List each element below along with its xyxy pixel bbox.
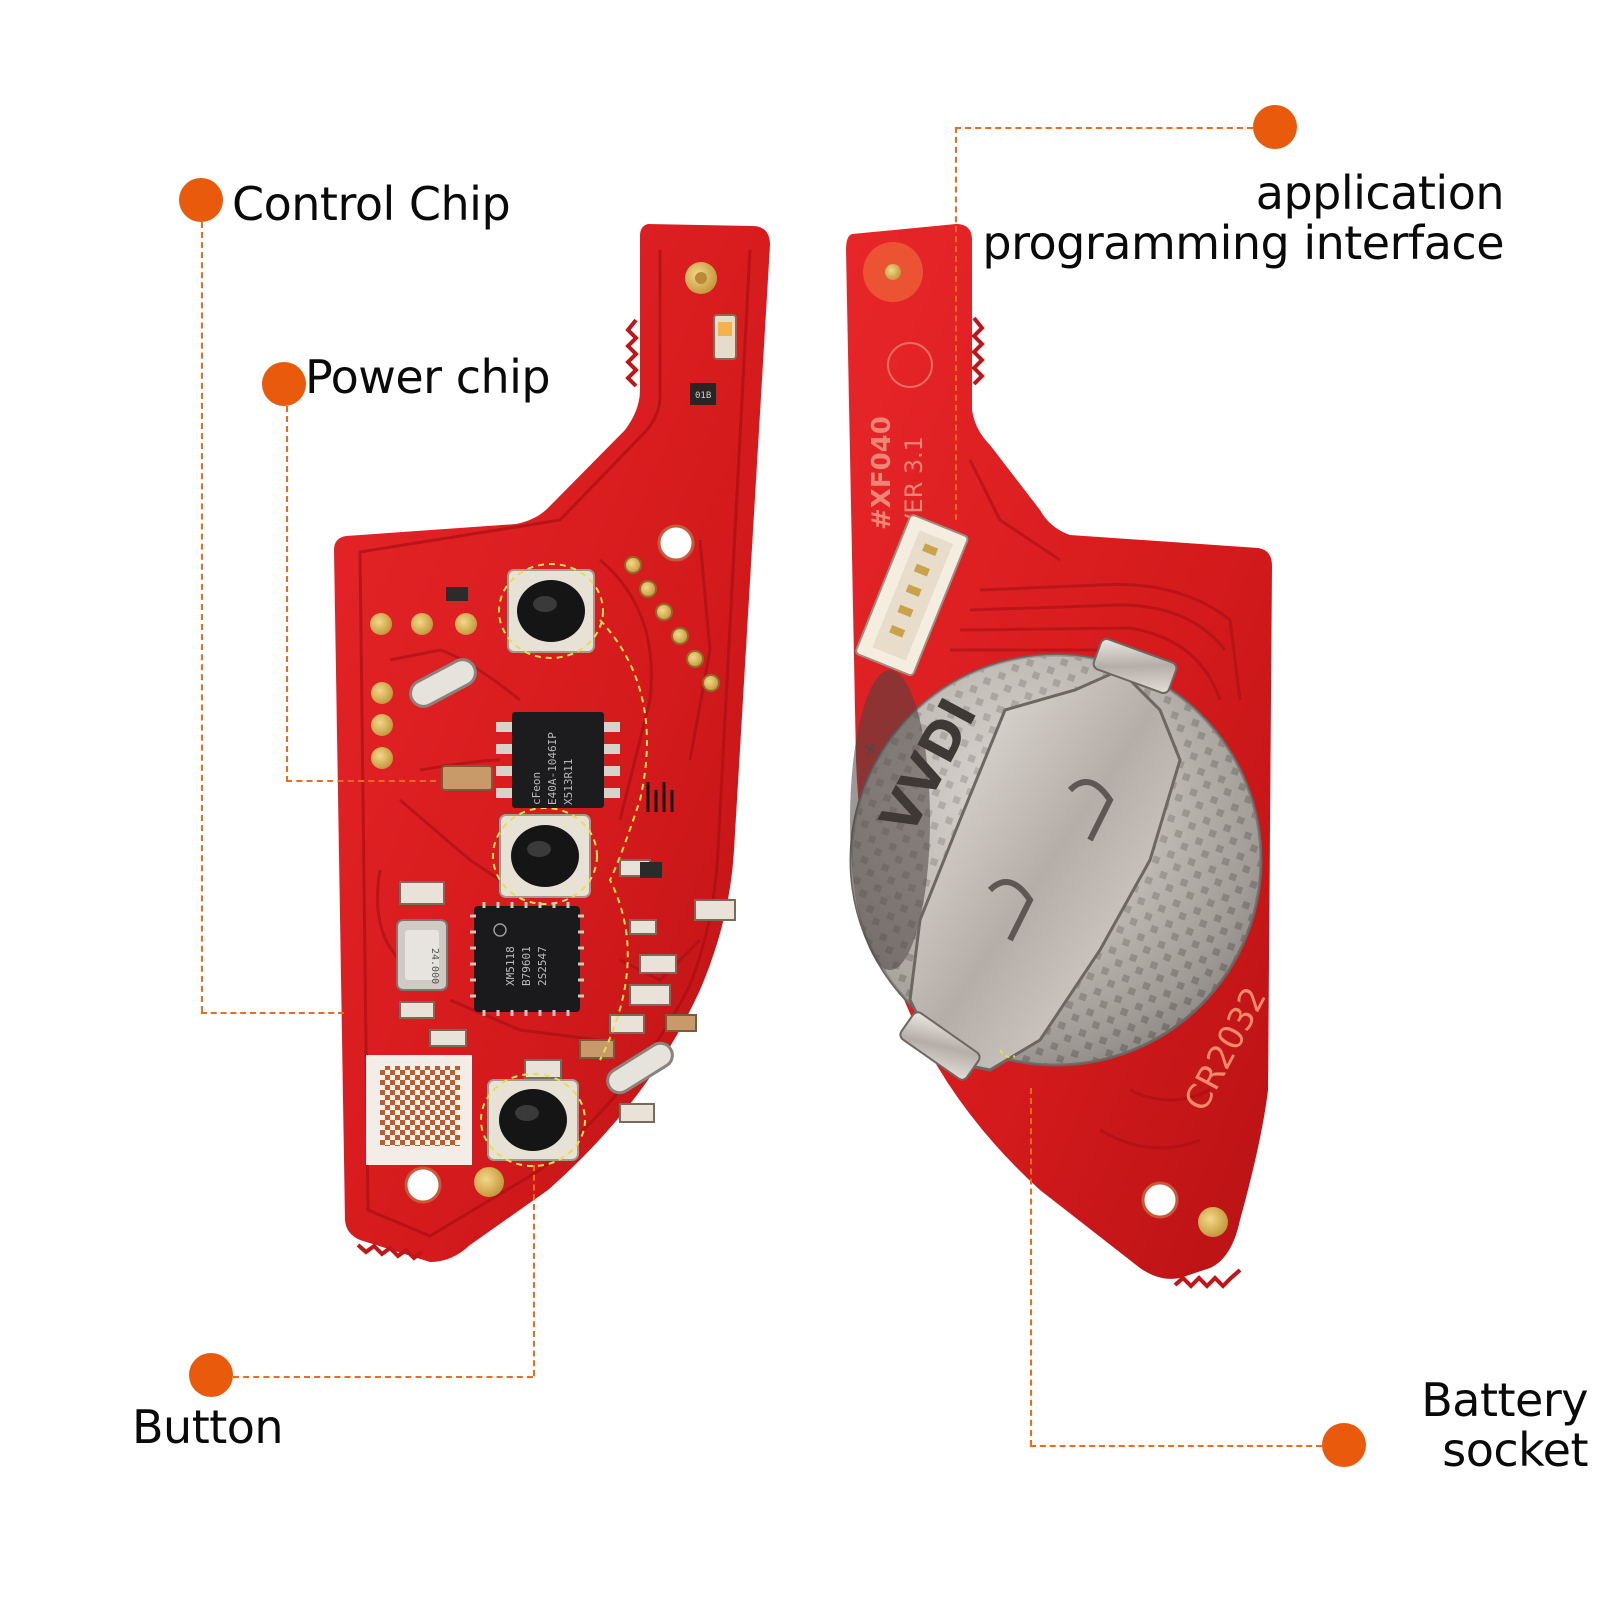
power-chip-dot: [262, 362, 306, 406]
control-chip-leader-horizontal: [201, 1012, 344, 1014]
control-chip-dot: [179, 178, 223, 222]
small-cap-12: [429, 1029, 467, 1047]
right-logo-mark: [887, 342, 933, 388]
small-cap-2: [441, 765, 493, 791]
power-chip-leader-vertical: [286, 406, 288, 782]
button-dot: [189, 1353, 233, 1397]
api-label: application programming interface: [982, 168, 1504, 268]
small-cap-3: [399, 881, 445, 905]
left-hole-lower: [404, 1166, 442, 1204]
left-board-traces: [376, 539, 712, 1042]
power-chip: cFeon E40A-1046IP X513R11: [496, 712, 620, 808]
tact-button-bottom: [487, 1079, 579, 1161]
power-chip-marking-1: cFeon: [530, 772, 543, 805]
right-mount-pad-bottom: [1198, 1207, 1228, 1237]
left-serration-top: [625, 318, 639, 388]
battery-socket-label: Battery socket: [1421, 1375, 1588, 1475]
api-leader-horizontal: [955, 127, 1253, 129]
battery-socket-label-line1: Battery: [1421, 1373, 1588, 1427]
small-cap-7: [639, 954, 677, 974]
api-label-line1: application: [1255, 166, 1505, 220]
pill-pad-1: [409, 658, 477, 708]
small-cap-8: [629, 984, 671, 1006]
control-chip-marking-3: 2S2547: [536, 946, 549, 986]
api-dot: [1253, 105, 1297, 149]
small-cap-11: [399, 1001, 435, 1019]
battery-clip-tab-bottom: [899, 1011, 981, 1081]
power-chip-label: Power chip: [305, 350, 551, 404]
test-pads-left: [370, 613, 477, 769]
small-cap-15: [524, 1059, 562, 1079]
battery-clip-tab-top: [1092, 637, 1178, 695]
led: [713, 314, 737, 360]
right-serration-bottom: [1173, 1268, 1242, 1289]
power-chip-leader-horizontal: [286, 780, 436, 782]
control-chip: XM5118 B79601 2S2547: [470, 902, 584, 1016]
small-cap-5: [694, 899, 736, 921]
right-board-traces: [950, 459, 1242, 1150]
right-hole-lower: [1141, 1181, 1179, 1219]
button-leader-horizontal: [233, 1376, 533, 1378]
battery-socket-leader-vertical: [1030, 1088, 1032, 1446]
control-chip-marking-2: B79601: [520, 946, 533, 986]
battery-side-highlight: [850, 670, 930, 970]
small-cap-13: [579, 1039, 615, 1059]
battery-socket-label-line2: socket: [1442, 1423, 1588, 1477]
resistor-01b: [690, 383, 716, 405]
api-label-line2: programming interface: [982, 216, 1504, 270]
left-serration-bottom: [356, 1243, 424, 1261]
crystal-oscillator: 24.000: [396, 919, 448, 991]
board-model-marking: #XF040: [867, 416, 897, 530]
small-cap-9: [609, 1014, 645, 1034]
battery-socket-leader-horizontal: [1030, 1445, 1322, 1447]
api-leader-vertical: [955, 127, 957, 520]
programming-connector: [855, 514, 969, 677]
left-pcb-board: 01B: [334, 224, 770, 1262]
button-leader-vertical: [533, 1165, 535, 1376]
header-pads: [624, 556, 720, 692]
tact-button-top: [507, 569, 595, 653]
small-cap-6: [629, 919, 657, 935]
right-pcb-board: #XF040 VER 3.1 VVDI: [846, 224, 1275, 1289]
battery-socket-dot: [1322, 1423, 1366, 1467]
battery-socket: VVDI +: [849, 637, 1263, 1081]
tact-button-middle: [499, 814, 591, 898]
crystal-marking: 24.000: [429, 948, 440, 984]
power-chip-marking-3: X513R11: [562, 759, 575, 805]
control-chip-label: Control Chip: [232, 177, 511, 231]
resistor-marking: 01B: [695, 391, 711, 401]
control-chip-leader-vertical: [201, 222, 203, 1012]
button-label: Button: [132, 1400, 284, 1454]
small-cap-1: [446, 587, 468, 601]
pill-pad-2: [606, 1041, 674, 1095]
small-cap-14: [619, 1103, 655, 1123]
power-chip-marking-2: E40A-1046IP: [546, 732, 559, 805]
control-chip-marking-1: XM5118: [504, 946, 517, 986]
small-cap-16: [640, 862, 662, 878]
right-serration-top: [971, 316, 985, 386]
left-mount-pad-bottom: [474, 1167, 504, 1197]
left-hole-upper: [657, 524, 695, 562]
small-cap-10: [665, 1014, 697, 1032]
